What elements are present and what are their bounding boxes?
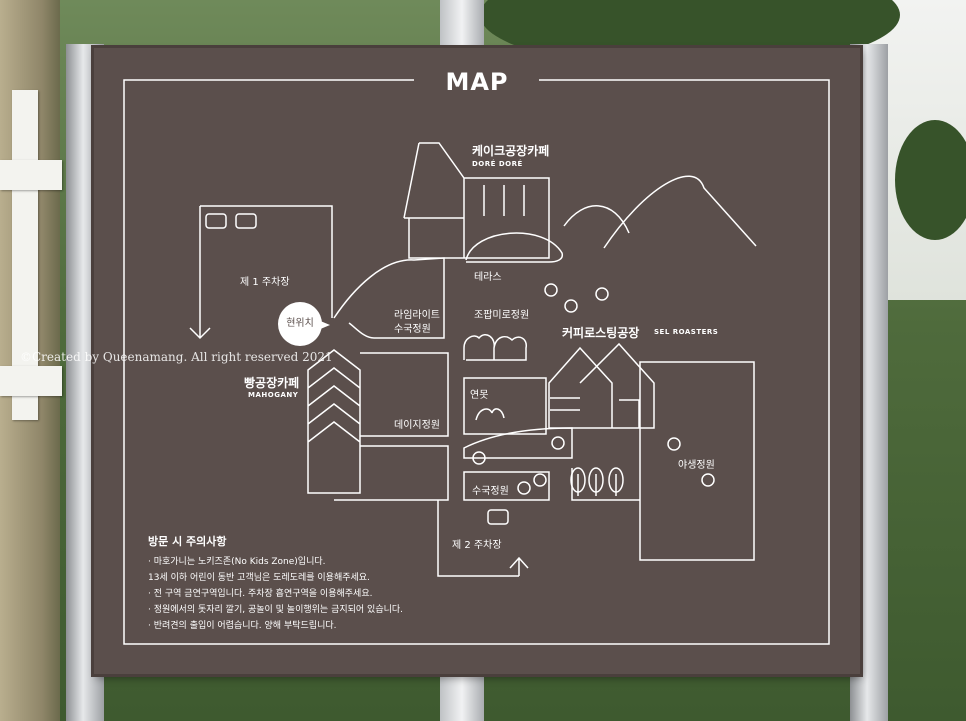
- mountains: [563, 175, 757, 249]
- current-location-marker: 현위치: [278, 302, 330, 346]
- pole-bottom: [440, 672, 484, 721]
- flower: [533, 473, 547, 487]
- tree: [588, 467, 604, 493]
- fence-rail-bottom: [0, 366, 62, 396]
- label-wild: 야생정원: [678, 460, 715, 471]
- pond-area: [463, 377, 547, 435]
- pond-fountain: [475, 408, 505, 421]
- map-sign: MAP 케이크공장카페 DORÉ DORÉ 제 1 주차장 테라스 라임라이트 …: [94, 48, 860, 674]
- flower: [595, 287, 609, 301]
- flower: [472, 451, 486, 465]
- zobab-trees: [463, 334, 527, 361]
- label-limelight-hydrangea: 수국정원: [394, 324, 431, 335]
- flower: [564, 299, 578, 313]
- label-cake-cafe: 케이크공장카페: [472, 144, 550, 158]
- tree-canopy-right: [895, 120, 966, 240]
- car-icon: [235, 213, 257, 229]
- label-parking2: 제 2 주차장: [452, 540, 502, 551]
- frame: [123, 79, 830, 645]
- label-terrace: 테라스: [474, 272, 502, 283]
- flower: [667, 437, 681, 451]
- label-bakery: 빵공장카페: [244, 376, 300, 390]
- curved-path: [333, 257, 445, 339]
- label-hydrangea: 수국정원: [472, 486, 509, 497]
- cake-cafe-building: [403, 142, 550, 259]
- label-roasting: 커피로스팅공장: [562, 326, 640, 340]
- pole-top: [440, 0, 484, 48]
- note-line: · 정원에서의 돗자리 깔기, 공놀이 및 놀이행위는 금지되어 있습니다.: [148, 605, 404, 615]
- terrace: [465, 232, 564, 263]
- note-line: · 반려견의 출입이 어렵습니다. 양해 부탁드립니다.: [148, 621, 337, 631]
- map-title: MAP: [445, 68, 509, 96]
- note-line: · 마호가니는 노키즈존(No Kids Zone)입니다.: [148, 557, 326, 567]
- central-path: [463, 427, 640, 501]
- label-daisy: 데이지정원: [394, 420, 440, 431]
- label-parking1: 제 1 주차장: [240, 277, 290, 288]
- bakery-building: [307, 349, 361, 494]
- parking1-area: [200, 205, 333, 318]
- label-roasting-sub: SEL ROASTERS: [654, 328, 719, 336]
- tree: [608, 467, 624, 493]
- label-limelight: 라임라이트: [394, 310, 440, 321]
- flower: [517, 481, 531, 495]
- parking1-entry: [189, 206, 211, 340]
- flower: [701, 473, 715, 487]
- fence-rail-top: [0, 160, 62, 190]
- label-cake-cafe-sub: DORÉ DORÉ: [472, 160, 523, 168]
- label-bakery-sub: MAHOGANY: [248, 391, 299, 399]
- notes-heading: 방문 시 주의사항: [148, 535, 227, 548]
- note-line: 13세 이하 어린이 동반 고객님은 도레도레를 이용해주세요.: [148, 573, 370, 583]
- tree: [570, 467, 586, 493]
- fence-post: [12, 90, 38, 420]
- roasting-house: [548, 342, 655, 429]
- flower: [544, 283, 558, 297]
- label-pond: 연못: [470, 390, 489, 401]
- note-line: · 전 구역 금연구역입니다. 주차장 흡연구역을 이용해주세요.: [148, 589, 373, 599]
- parking2-area: [437, 500, 529, 577]
- visitor-notes: 방문 시 주의사항 · 마호가니는 노키즈존(No Kids Zone)입니다.…: [148, 534, 403, 634]
- car-icon: [205, 213, 227, 229]
- daisy-area: [334, 352, 449, 501]
- watermark: ©Created by Queenamang. All right reserv…: [20, 350, 333, 364]
- wild-garden-area: [639, 361, 755, 561]
- label-zobab: 조팝미로정원: [474, 310, 530, 321]
- car-icon: [487, 509, 509, 525]
- flower: [551, 436, 565, 450]
- map-drawing: [123, 79, 830, 645]
